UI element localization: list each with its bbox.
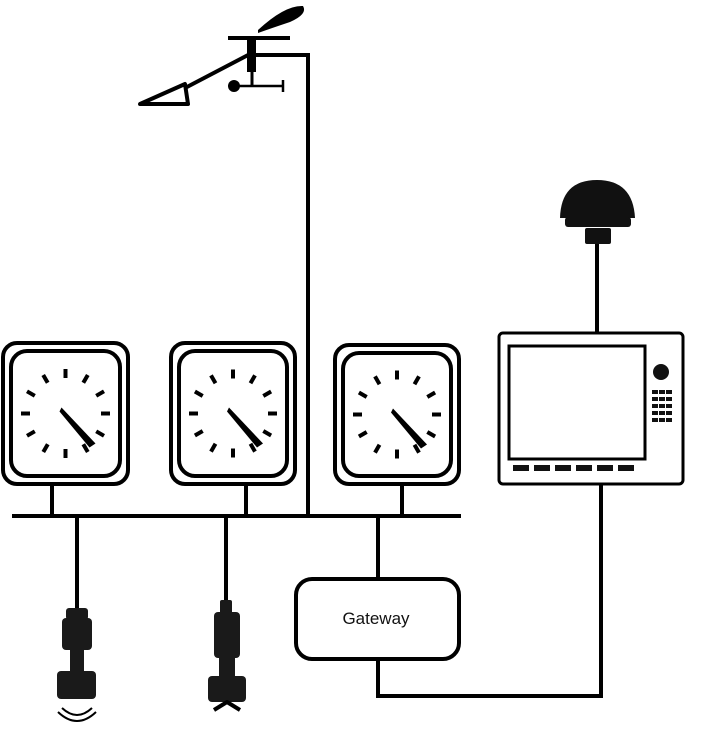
tick-mark (95, 429, 105, 438)
tick-mark (95, 389, 105, 398)
tick-mark (412, 375, 421, 386)
soft-key (618, 465, 634, 471)
gps-antenna-icon (560, 180, 635, 333)
tick-mark (193, 429, 204, 438)
tick-mark (248, 442, 257, 453)
tick-mark (412, 443, 421, 454)
tick-mark (81, 374, 90, 384)
keypad-key (666, 390, 672, 394)
tick-mark (209, 442, 218, 453)
gateway-to-chartplotter-cable (376, 484, 603, 698)
tick-mark (373, 443, 382, 454)
tick-mark (373, 375, 382, 386)
speed-transducer-icon (208, 600, 246, 712)
keypad-key (652, 411, 658, 415)
soft-key (555, 465, 571, 471)
gauge-3-gauge-icon (333, 343, 461, 486)
soft-keys (513, 465, 634, 471)
soft-key (513, 465, 529, 471)
tick-mark (41, 374, 50, 384)
gauge-needle (59, 407, 96, 448)
soft-key (534, 465, 550, 471)
keypad-key (666, 404, 672, 408)
keypad-key (659, 418, 665, 422)
keypad-key (666, 411, 672, 415)
chartplotter-display (497, 331, 685, 486)
tick-mark (262, 389, 273, 398)
tick-mark (209, 374, 218, 385)
tick-mark (26, 389, 36, 398)
keypad-key (652, 397, 658, 401)
tick-mark (193, 389, 204, 398)
depth-transducer-icon (57, 608, 97, 722)
soft-key (597, 465, 613, 471)
gauge-needle (391, 408, 427, 449)
keypad-key (666, 397, 672, 401)
keypad-key (652, 404, 658, 408)
keypad-key (659, 411, 665, 415)
gateway-label: Gateway (342, 609, 410, 628)
rotary-knob-icon (653, 364, 669, 380)
wind-vane-icon (138, 5, 310, 517)
keypad-key (652, 390, 658, 394)
tick-mark (426, 430, 437, 439)
keypad-key (659, 390, 665, 394)
keypad-key (666, 418, 672, 422)
keypad-key (652, 418, 658, 422)
keypad-key (659, 397, 665, 401)
gauge-needle (227, 407, 263, 448)
soft-key (576, 465, 592, 471)
tick-mark (26, 429, 36, 438)
tick-mark (81, 443, 90, 453)
tick-mark (426, 390, 437, 399)
gauge-1-gauge-icon (1, 341, 130, 486)
tick-mark (248, 374, 257, 385)
tick-mark (41, 443, 50, 453)
tick-mark (262, 429, 273, 438)
tick-mark (357, 430, 368, 439)
gateway-box: Gateway (294, 577, 461, 661)
gauge-2-gauge-icon (169, 341, 297, 486)
keypad (652, 390, 672, 422)
keypad-key (659, 404, 665, 408)
tick-mark (357, 390, 368, 399)
